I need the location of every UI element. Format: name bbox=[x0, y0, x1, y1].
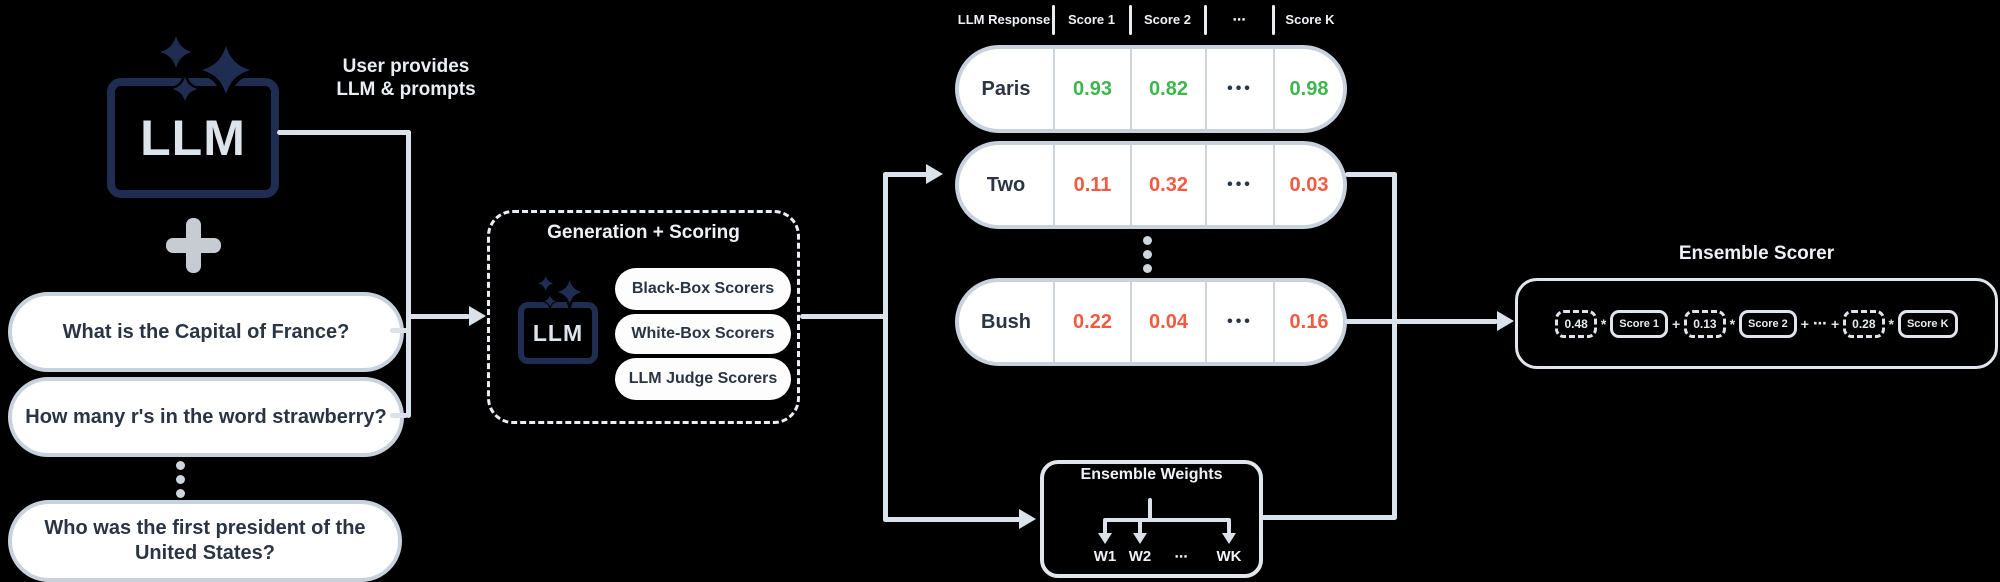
score-cell: 0.22 bbox=[1053, 282, 1130, 362]
plus-operator: + bbox=[1800, 315, 1809, 332]
more-rows-ellipsis bbox=[1143, 236, 1152, 273]
ensemble-scorer-box bbox=[1515, 278, 1998, 369]
ellipsis-cell: ••• bbox=[1205, 282, 1273, 362]
prompt-text: Who was the first president of the Unite… bbox=[44, 517, 366, 564]
sparkles-icon bbox=[534, 272, 588, 310]
plus-operator: + bbox=[1830, 315, 1840, 332]
white-box-scorers-pill: White-Box Scorers bbox=[615, 314, 791, 354]
score-cell: 0.32 bbox=[1130, 145, 1205, 225]
prompt-pill: Who was the first president of the Unite… bbox=[8, 500, 402, 582]
score-name-box: Score 1 bbox=[1610, 309, 1669, 338]
weight-value-box: 0.28 bbox=[1843, 309, 1885, 338]
score-cell: 0.16 bbox=[1273, 282, 1343, 362]
score-cell: 0.04 bbox=[1130, 282, 1205, 362]
ellipsis-cell: ••• bbox=[1205, 145, 1273, 225]
table-row: Two 0.11 0.32 ••• 0.03 bbox=[955, 141, 1347, 229]
black-box-scorers-pill: Black-Box Scorers bbox=[615, 268, 791, 310]
score-name-box: Score 2 bbox=[1739, 309, 1797, 338]
header-separator bbox=[1204, 5, 1207, 35]
llm-source-box: LLM bbox=[107, 78, 279, 198]
response-cell: Paris bbox=[981, 77, 1031, 100]
generation-scoring-box bbox=[487, 210, 800, 424]
multiply-operator: * bbox=[1600, 315, 1607, 332]
ensemble-formula: 0.48 * Score 1 + 0.13 * Score 2 + ⋯ + 0.… bbox=[1518, 281, 1995, 366]
scorer-label: LLM Judge Scorers bbox=[628, 370, 778, 387]
llm-source-label: LLM bbox=[140, 110, 246, 166]
prompt-text: What is the Capital of France? bbox=[62, 320, 350, 343]
header-score-k: Score K bbox=[1285, 11, 1335, 27]
user-provides-annotation: User provides LLM & prompts bbox=[336, 56, 476, 100]
header-score-1: Score 1 bbox=[1068, 11, 1115, 27]
weight-value-box: 0.48 bbox=[1555, 309, 1597, 338]
arrow-into-weights bbox=[1019, 509, 1036, 529]
header-separator bbox=[1272, 5, 1275, 35]
prompt-pill: What is the Capital of France? bbox=[8, 292, 404, 372]
header-separator bbox=[1052, 5, 1055, 35]
score-cell: 0.93 bbox=[1053, 49, 1130, 129]
score-cell: 0.82 bbox=[1130, 49, 1205, 129]
scorer-label: White-Box Scorers bbox=[631, 325, 775, 342]
header-separator bbox=[1129, 5, 1132, 35]
header-score-2: Score 2 bbox=[1144, 11, 1191, 27]
ellipsis-cell: ••• bbox=[1205, 49, 1273, 129]
llm-generator-label: LLM bbox=[532, 319, 584, 346]
score-cell: 0.03 bbox=[1273, 145, 1343, 225]
llm-judge-scorers-pill: LLM Judge Scorers bbox=[615, 358, 791, 400]
table-row: Bush 0.22 0.04 ••• 0.16 bbox=[955, 278, 1347, 366]
plus-operator: + bbox=[1672, 315, 1681, 332]
weight-label: W2 bbox=[1128, 548, 1152, 565]
more-prompts-ellipsis bbox=[176, 461, 185, 498]
multiply-operator: * bbox=[1888, 315, 1894, 332]
arrow-into-table bbox=[926, 164, 943, 184]
ensemble-weights-title: Ensemble Weights bbox=[1080, 466, 1223, 483]
weight-label: WK bbox=[1216, 548, 1242, 565]
weight-value-box: 0.13 bbox=[1684, 309, 1726, 338]
prompt-pill: How many r's in the word strawberry? bbox=[8, 377, 404, 457]
generation-scoring-title: Generation + Scoring bbox=[547, 222, 740, 243]
formula-ellipsis: ⋯ bbox=[1812, 315, 1827, 331]
prompt-text: How many r's in the word strawberry? bbox=[25, 405, 387, 428]
table-row: Paris 0.93 0.82 ••• 0.98 bbox=[955, 45, 1347, 133]
header-llm-response: LLM Response bbox=[957, 11, 1051, 27]
llm-generator-box: LLM bbox=[518, 302, 598, 364]
sparkles-icon bbox=[152, 28, 264, 108]
header-ellipsis: ⋯ bbox=[1232, 11, 1246, 27]
ensemble-weights-box bbox=[1040, 460, 1263, 578]
ensemble-scorer-title: Ensemble Scorer bbox=[1678, 243, 1835, 264]
response-cell: Bush bbox=[981, 310, 1031, 333]
scorer-label: Black-Box Scorers bbox=[631, 280, 775, 297]
weights-ellipsis: ⋯ bbox=[1174, 549, 1188, 564]
response-cell: Two bbox=[986, 173, 1026, 196]
score-cell: 0.98 bbox=[1273, 49, 1343, 129]
weight-label: W1 bbox=[1093, 548, 1117, 565]
arrow-into-generation bbox=[469, 306, 486, 326]
score-name-box: Score K bbox=[1897, 309, 1958, 338]
multiply-operator: * bbox=[1729, 315, 1736, 332]
score-table-header: LLM Response Score 1 Score 2 ⋯ Score K bbox=[955, 2, 1347, 38]
arrow-into-ensemble-scorer bbox=[1497, 311, 1514, 331]
score-cell: 0.11 bbox=[1053, 145, 1130, 225]
